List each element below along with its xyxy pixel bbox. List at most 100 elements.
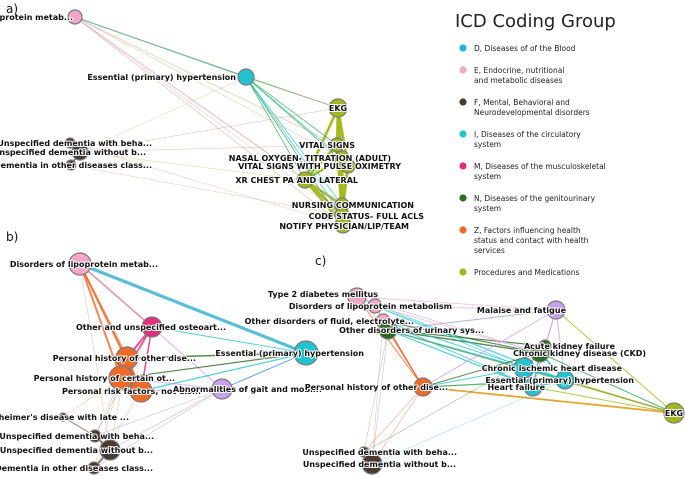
graph-a-node-label-o2: NASAL OXYGEN- TITRATION (ADULT)	[229, 154, 391, 163]
graph-b-edge-htn-prf	[140, 352, 307, 392]
graph-a-node-dem1	[64, 137, 76, 149]
graph-c-node-uri	[378, 320, 398, 340]
graph-c-edge-dem1-uri	[363, 329, 389, 453]
graph-c-node-label-malaise: Malaise and fatigue	[477, 306, 567, 315]
graph-b-node-lipid	[68, 252, 92, 276]
graph-c-edge-lipid-ihd	[374, 305, 525, 369]
graph-c-node-label-fluid: Other disorders of fluid, electrolyte...	[245, 317, 414, 326]
graph-c-edge-uri-hf	[387, 329, 534, 388]
graph-c-edge-phx-malaise	[422, 309, 557, 388]
graph-a-node-label-htn: Essential (primary) hypertension	[87, 73, 236, 82]
graph-a-edge-dem2-xr	[79, 151, 306, 181]
graph-c-node-dem1	[358, 446, 370, 458]
legend-marker-4	[459, 162, 467, 170]
legend-marker-6	[459, 226, 467, 234]
graph-a-node-label-dem2: Unspecified dementia without b...	[0, 148, 146, 157]
graph-c-node-label-uri: Other disorders of urinary sys...	[339, 326, 484, 335]
legend-label-2-1: Neurodevelopmental disorders	[474, 108, 590, 117]
graph-b-node-label-prf: Personal risk factors, not els...	[62, 387, 201, 396]
graph-b-edge-htn-osteo	[151, 326, 307, 354]
graph-a-node-label-lipid: Disorders of lipoprotein metab...	[0, 13, 73, 22]
graph-c-edge-t2d-malaise	[356, 296, 557, 311]
graph-a-edge-lipid-vitals	[74, 16, 338, 146]
graph-b-node-htn	[293, 340, 319, 366]
graph-c-node-malaise	[546, 300, 566, 320]
graph-a-edge-htn-notify	[245, 76, 344, 226]
graph-c-node-label-lipid: Disorders of lipoprotein metabolism	[289, 302, 452, 311]
legend-label-2-0: F, Mental, Behavioral and	[474, 98, 570, 107]
legend-marker-1	[459, 66, 467, 74]
panel-c-label: c)	[315, 254, 326, 268]
graph-b-node-label-osteo: Other and unspecified osteoart...	[76, 323, 226, 332]
legend-label-4-0: M, Diseases of the musculoskeletal	[474, 162, 606, 171]
graph-c-edge-lipid-malaise	[374, 305, 557, 311]
graph-b-node-label-gait: Abnormalities of gait and mobi...	[173, 385, 322, 394]
graph-c-edge-dem2-uri	[371, 329, 389, 465]
graph-c-node-label-ihd: Chronic ischemic heart disease	[482, 364, 623, 373]
graph-c-edge-phx-ekg	[422, 386, 675, 414]
graph-a-node-label-nurse: NURSING COMMUNICATION	[292, 201, 414, 210]
graph-b-node-label-lipid: Disorders of lipoprotein metab...	[10, 260, 158, 269]
graph-c-node-label-htn: Essential (primary) hypertension	[485, 376, 634, 385]
graph-a-node-label-vitals: VITAL SIGNS	[299, 141, 355, 150]
graph-c-node-label-phx: Personal history of other dise...	[305, 383, 448, 392]
panel-a-label: a)	[6, 2, 18, 16]
graph-b-edge-gait-dem1	[94, 388, 223, 437]
graph-b-node-osteo	[141, 316, 163, 338]
graph-c-edge-phx-ihd	[422, 367, 525, 388]
legend-marker-5	[459, 194, 467, 202]
graph-c-node-ihd	[513, 357, 535, 379]
graph-a-node-lipid	[67, 9, 83, 25]
graph-b-edge-htn-phx2	[120, 352, 307, 379]
graph-a-node-xr	[296, 171, 314, 189]
graph-a-node-dem3	[65, 159, 77, 171]
graph-a-node-label-notify: NOTIFY PHYSICIAN/LIP/TEAM	[279, 222, 409, 231]
legend-label-6-0: Z, Factors influencing health	[474, 226, 581, 235]
legend-label-6-2: services	[474, 246, 505, 255]
graph-c-edge-fluid-htn	[382, 320, 566, 381]
graph-a-node-label-dem3: Dementia in other diseases class...	[0, 161, 152, 170]
labels-layer: Disorders of lipoprotein metab... Essenti…	[0, 12, 684, 474]
graph-c-node-label-ekg: EKG	[665, 409, 683, 418]
graph-c-edge-dem1-phx	[363, 386, 424, 453]
graph-a-edge-dem2-htn	[79, 76, 247, 153]
graph-b-node-label-dem2: Unspecified dementia without b...	[0, 446, 153, 455]
graph-c-node-label-aki: Acute kidney failure	[524, 342, 616, 351]
graph-a-edge-lipid-o2	[74, 16, 343, 159]
graph-c-node-dem2	[361, 453, 383, 475]
legend-marker-0	[459, 44, 467, 52]
graph-a-edge-lipid-ekg	[74, 16, 339, 109]
graph-a-node-notify	[334, 216, 352, 234]
graph-a-edge-dem2-vitals	[79, 144, 338, 153]
graph-b-node-label-alz: Alzheimer's disease with late ...	[0, 413, 129, 422]
graph-c-edge-fluid-hf	[382, 320, 534, 388]
graph-b-node-label-htn: Essential (primary) hypertension	[215, 349, 364, 358]
graph-b-node-label-dem3: Dementia in other diseases class...	[0, 464, 153, 473]
graph-c-edge-dem2-fluid	[371, 320, 384, 465]
graph-a-edge-lipid-notify	[74, 16, 344, 226]
graph-b-node-prf	[129, 379, 153, 403]
legend-marker-3	[459, 130, 467, 138]
graph-a-node-label-dem1: Unspecified dementia with beha...	[0, 139, 152, 148]
graph-c-node-label-dem1: Unspecified dementia with beha...	[302, 448, 457, 457]
legend-label-5-0: N, Diseases of the genitourinary	[474, 194, 596, 203]
graph-b-edge-dem3-phx2	[93, 377, 122, 469]
graph-a-edge-dem2-ekg	[79, 107, 339, 153]
graph-c-edge-malaise-ekg	[555, 309, 675, 414]
legend-title: ICD Coding Group	[455, 11, 616, 32]
graph-b-node-dem1	[88, 429, 102, 443]
graph-c-edge-uri-malaise	[387, 309, 557, 331]
nodes-layer	[58, 9, 685, 475]
graph-a-node-label-xr: XR CHEST PA AND LATERAL	[235, 176, 358, 185]
graph-c-edge-lipid-ckd	[374, 305, 541, 354]
graph-a-edge-htn-xr	[245, 76, 306, 181]
graph-c-node-label-t2d: Type 2 diabetes mellitus	[268, 290, 378, 299]
graph-a-node-label-vspo: VITAL SIGNS WITH PULSE OXIMETRY	[238, 162, 401, 171]
graph-c-node-label-dem2: Unspecified dementia without b...	[303, 460, 456, 469]
graph-a-node-vspo	[340, 158, 356, 174]
graph-a-edge-htn-vitals	[245, 76, 338, 146]
legend-label-3-1: system	[474, 140, 501, 149]
graph-c-edge-fluid-ckd	[382, 320, 541, 354]
